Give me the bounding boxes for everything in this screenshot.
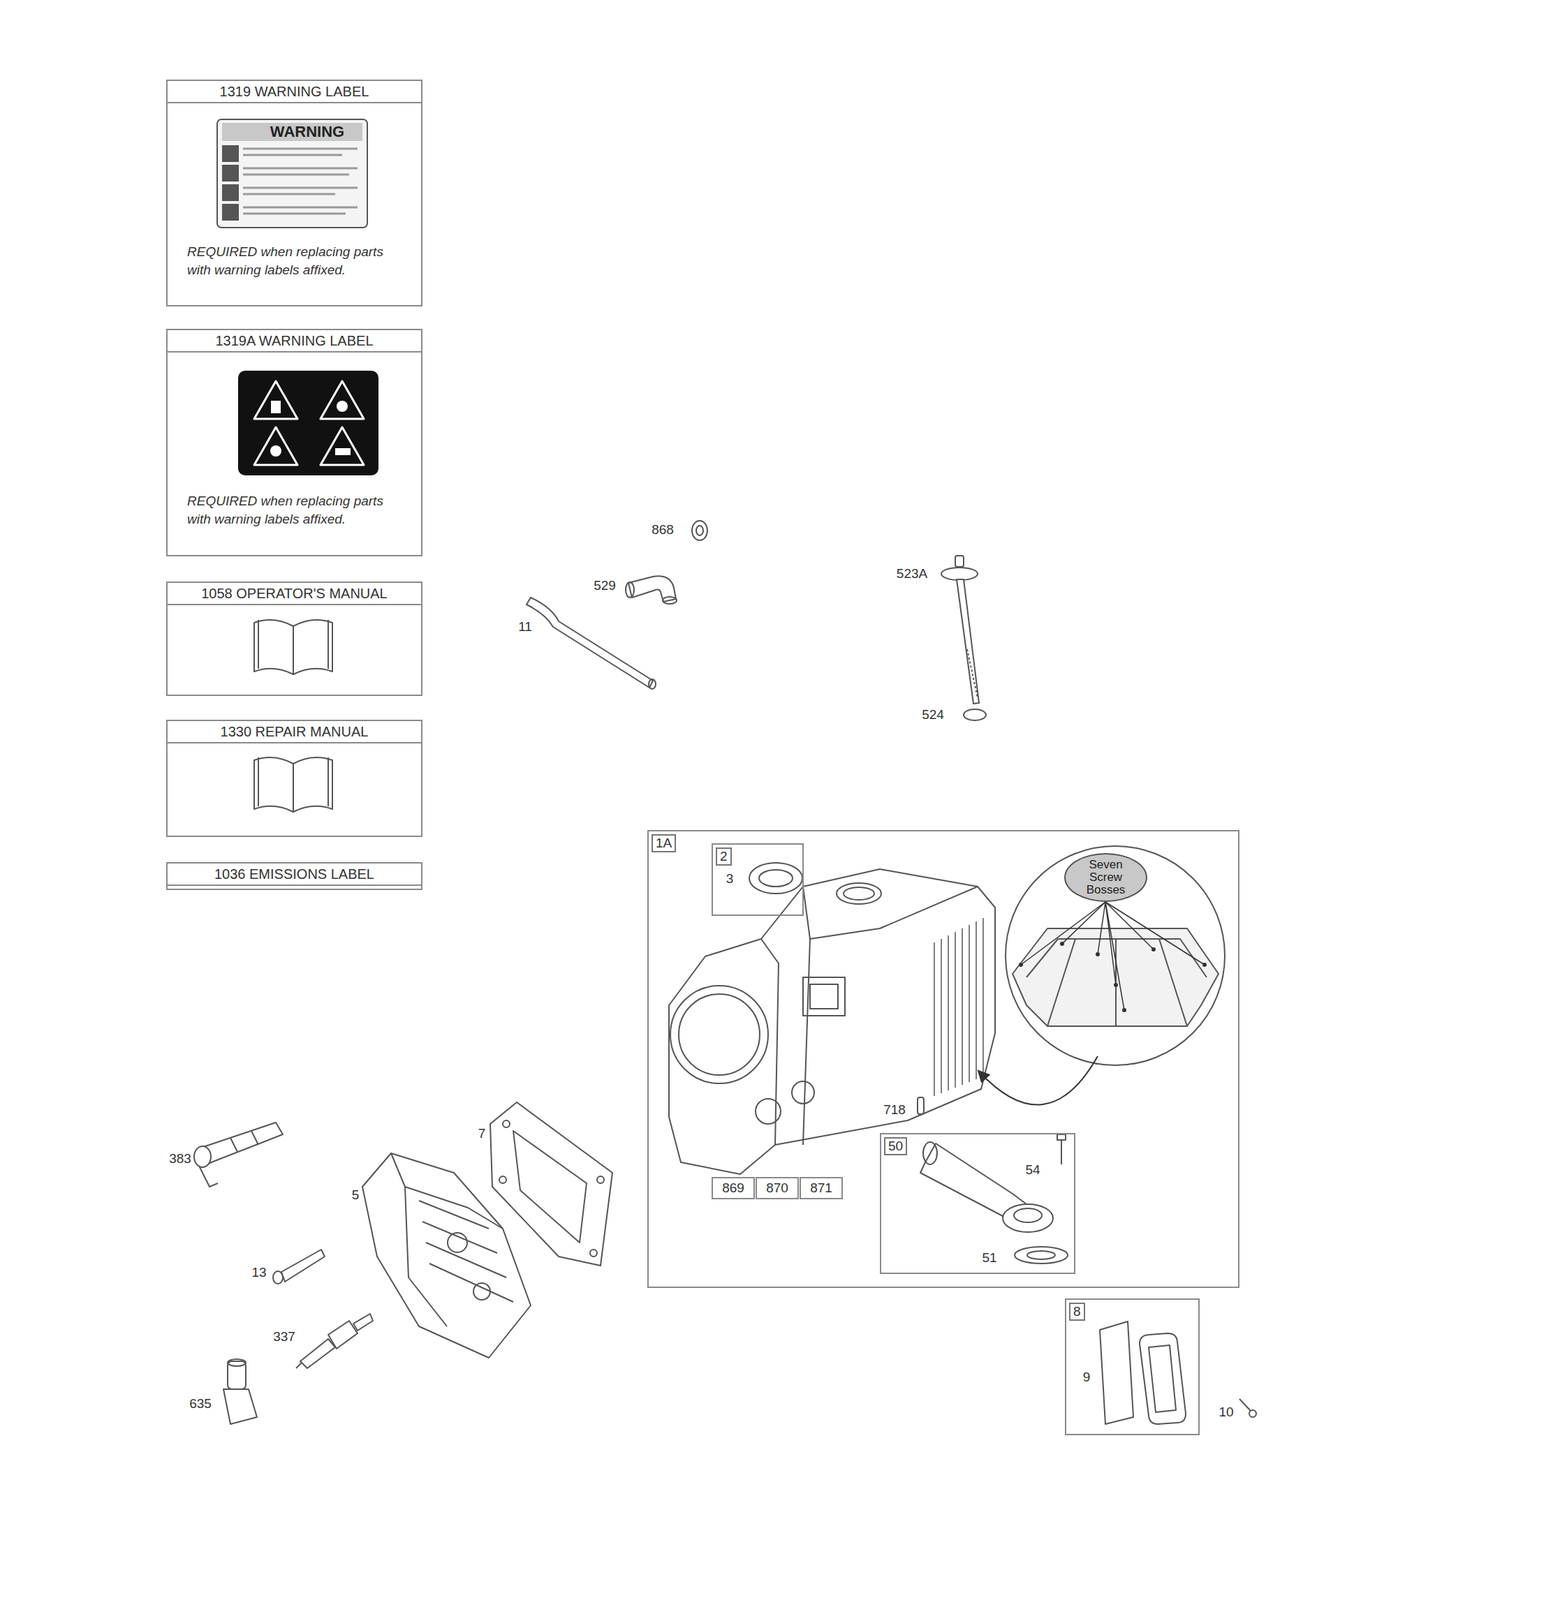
spark-plug — [296, 1314, 373, 1369]
callout-number: 868 — [650, 522, 676, 538]
note-text: REQUIRED when replacing parts with warni… — [187, 492, 401, 529]
callout-number: 13 — [249, 1265, 268, 1281]
label-box: 1036 EMISSIONS LABEL — [166, 862, 423, 891]
group-number: 2 — [715, 847, 732, 866]
label-box: 1319A WARNING LABEL REQUIRED when replaci… — [166, 328, 423, 557]
part-number-box: 869 — [711, 1177, 755, 1200]
inset-arrow — [979, 1056, 1098, 1106]
dowel-pin — [917, 1097, 924, 1115]
pictogram-label-art — [238, 370, 379, 476]
label-heading: WARNING — [268, 122, 347, 142]
gasket — [1099, 1321, 1134, 1425]
box-heading: 1330 REPAIR MANUAL — [167, 721, 422, 744]
warning-label-art — [217, 119, 368, 228]
callout-number: 870 — [766, 1180, 789, 1197]
callout-number: 337 — [271, 1329, 297, 1345]
callout-number: 529 — [592, 578, 618, 594]
callout-number: 5 — [350, 1187, 362, 1204]
group-number: 50 — [884, 1137, 908, 1156]
spark-plug-boot — [223, 1359, 257, 1425]
callout-number: 523A — [895, 566, 929, 582]
callout-number: 869 — [722, 1180, 745, 1197]
callout-number: 871 — [810, 1180, 833, 1197]
group-number: 1A — [651, 834, 676, 853]
part-number-box: 871 — [799, 1177, 843, 1200]
oil-fill-tube — [920, 1142, 1054, 1233]
kit-box: 23 — [711, 843, 804, 917]
intake-tube — [194, 1122, 283, 1188]
callout-number: 3 — [724, 871, 736, 887]
callout-number: 11 — [516, 619, 534, 635]
label-box: 1330 REPAIR MANUAL — [166, 719, 423, 838]
book-icon — [254, 757, 333, 813]
note-text: Seven Screw Bosses — [1079, 858, 1133, 897]
breather-cover — [1139, 1333, 1186, 1425]
head-gasket — [490, 1102, 613, 1267]
breather-tube — [526, 597, 656, 690]
book-icon — [254, 620, 333, 675]
grommet — [692, 520, 708, 541]
elbow-fitting — [625, 576, 677, 605]
kit-box: 89 — [1064, 1298, 1200, 1436]
gasket — [1014, 1247, 1068, 1264]
o-ring — [963, 709, 986, 721]
box-heading: 1036 EMISSIONS LABEL — [167, 863, 422, 887]
group-number: 8 — [1069, 1303, 1086, 1322]
callout-number: 9 — [1081, 1370, 1093, 1386]
callout-number: 718 — [881, 1102, 908, 1118]
screw-boss-inset — [1005, 846, 1225, 1066]
screw — [1057, 1134, 1066, 1165]
label-box: 1058 OPERATOR'S MANUAL — [166, 581, 423, 697]
callout-number: 10 — [1217, 1404, 1235, 1421]
screw — [1239, 1399, 1257, 1418]
box-heading: 1319A WARNING LABEL — [167, 330, 422, 353]
callout-number: 635 — [187, 1396, 213, 1412]
part-number-box: 870 — [755, 1177, 799, 1200]
box-heading: 1319 WARNING LABEL — [167, 81, 422, 104]
note-text: REQUIRED when replacing parts with warni… — [187, 243, 401, 280]
callout-number: 383 — [167, 1151, 193, 1167]
kit-box: 50 54 51 — [879, 1133, 1076, 1275]
head-bolt — [273, 1249, 325, 1285]
note-oval: Seven Screw Bosses — [1064, 853, 1148, 903]
box-heading: 1058 OPERATOR'S MANUAL — [167, 583, 422, 606]
callout-number: 7 — [476, 1126, 488, 1142]
callout-number: 524 — [920, 707, 946, 723]
oil-seal — [749, 863, 803, 894]
label-box: 1319 WARNING LABEL REQUIRED when replacin… — [166, 79, 423, 307]
callout-number: 54 — [1023, 1162, 1042, 1179]
callout-number: 51 — [980, 1250, 998, 1267]
dipstick — [941, 555, 980, 704]
assembly-box: 1A71823Seven Screw Bosses869870871505451 — [647, 830, 1240, 1289]
